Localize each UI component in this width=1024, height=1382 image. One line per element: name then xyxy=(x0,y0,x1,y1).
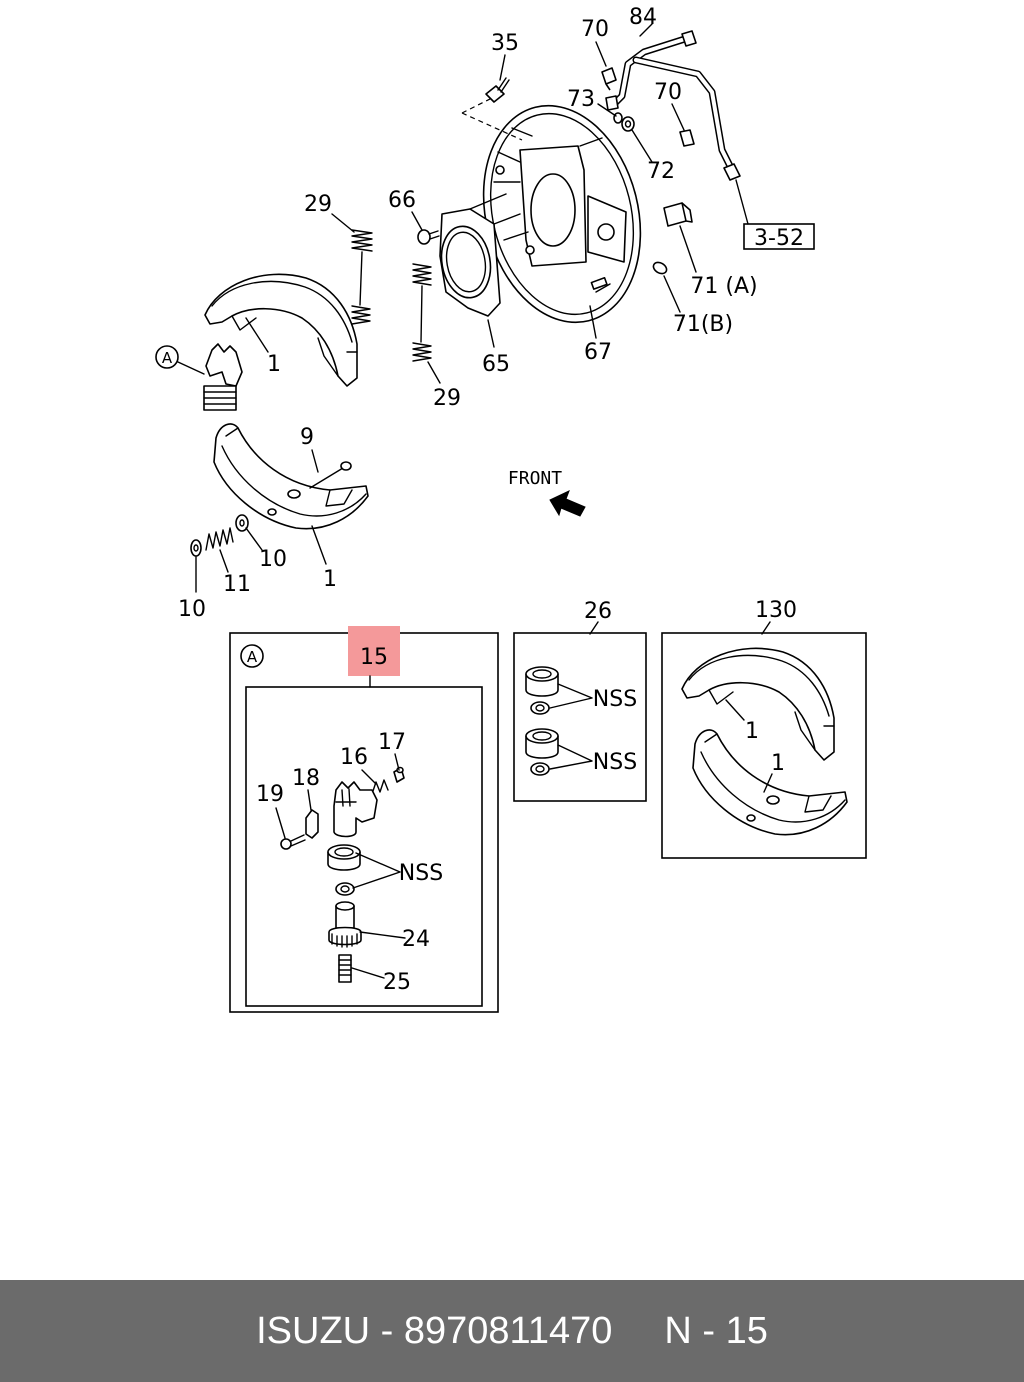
callout-25: 25 xyxy=(383,970,411,995)
brake-shoe-1-lower xyxy=(213,423,369,530)
callout-16: 16 xyxy=(340,745,368,770)
front-arrow-icon xyxy=(549,490,586,517)
wheel-cylinder-body xyxy=(333,781,378,838)
callout-35: 35 xyxy=(491,31,519,56)
footer-bar: ISUZU - 8970811470 N - 15 xyxy=(0,1280,1024,1382)
brand-part-number: ISUZU - 8970811470 xyxy=(256,1309,613,1352)
kit-130-frame xyxy=(661,632,867,859)
clip-70-upper xyxy=(601,67,617,91)
wheel-cylinder-a xyxy=(203,343,243,411)
callout-29-upper: 29 xyxy=(304,192,332,217)
callout-nss-kit26-upper: NSS xyxy=(593,687,637,712)
callout-65: 65 xyxy=(482,352,510,377)
callout-1-lower: 1 xyxy=(323,567,337,592)
callout-nss-kit26-lower: NSS xyxy=(593,750,637,775)
backing-plate-67 xyxy=(482,104,642,324)
seal-ring-upper xyxy=(530,701,550,715)
callout-18: 18 xyxy=(292,766,320,791)
grommet-71b xyxy=(652,261,668,275)
gasket-alignment-lines xyxy=(469,193,521,225)
detail-marker-circle xyxy=(155,345,179,369)
callout-17: 17 xyxy=(378,730,406,755)
callout-26[interactable]: 26 xyxy=(584,599,612,624)
washer-10-right xyxy=(235,514,249,532)
callout-67: 67 xyxy=(584,340,612,365)
callout-72: 72 xyxy=(647,159,675,184)
callout-nss-detail-a: NSS xyxy=(399,861,443,886)
spring-11 xyxy=(205,527,234,551)
callout-71b: 71(B) xyxy=(673,312,733,337)
nut-73 xyxy=(613,112,623,124)
callout-1-kit130-lower: 1 xyxy=(771,751,785,776)
detail-marker-a: A xyxy=(162,349,173,367)
assembly-15-highlight xyxy=(348,626,400,676)
kit-26-frame xyxy=(513,632,647,802)
bolt-35 xyxy=(485,77,510,103)
callout-10-left: 10 xyxy=(178,597,206,622)
callout-11: 11 xyxy=(223,572,251,597)
seal-cup-nss xyxy=(327,844,361,871)
seal-ring-lower xyxy=(530,762,550,776)
seal-cup-lower xyxy=(525,728,559,759)
kit-130-leader-lines xyxy=(725,621,773,793)
clip-71a xyxy=(663,202,693,227)
detail-a-marker: A xyxy=(247,648,258,666)
callout-66: 66 xyxy=(388,188,416,213)
front-label: FRONT xyxy=(508,468,562,489)
kit-26-leader-lines xyxy=(549,621,599,770)
callout-10-right: 10 xyxy=(259,547,287,572)
spring-29-lower xyxy=(412,263,432,362)
detail-a-marker-circle xyxy=(240,644,264,668)
exploded-parts-diagram: 35 70 84 73 70 72 3-52 71 (A) 71(B) 67 6… xyxy=(155,5,867,1013)
callout-70-lower: 70 xyxy=(654,80,682,105)
screw-66 xyxy=(417,229,440,245)
reference-box-3-52 xyxy=(743,223,815,250)
nut-72 xyxy=(621,116,635,132)
bolt-35-insertion-line xyxy=(461,97,523,141)
callout-130[interactable]: 130 xyxy=(755,598,797,623)
callout-71a: 71 (A) xyxy=(690,274,757,299)
seal-cup-upper xyxy=(525,666,559,697)
callout-1-upper: 1 xyxy=(267,352,281,377)
top-leader-lines xyxy=(177,23,749,593)
spring-29-upper xyxy=(351,229,373,325)
callout-29-lower: 29 xyxy=(433,386,461,411)
clip-70-lower xyxy=(679,129,695,147)
detail-a-frame xyxy=(229,632,499,1013)
callout-15[interactable]: 15 xyxy=(360,645,388,670)
callout-19: 19 xyxy=(256,782,284,807)
plate-18 xyxy=(305,809,319,839)
page-reference: N - 15 xyxy=(664,1309,768,1352)
bolt-19 xyxy=(280,834,306,850)
pin-9 xyxy=(309,461,352,489)
callout-1-kit130-upper: 1 xyxy=(745,719,759,744)
detail-a-leader-lines xyxy=(275,753,406,979)
adjusting-screw-25 xyxy=(338,954,352,983)
callout-84: 84 xyxy=(629,5,657,30)
washer-10-left xyxy=(190,539,202,557)
callout-24: 24 xyxy=(402,927,430,952)
seal-ring-nss xyxy=(335,882,355,896)
piston-24 xyxy=(328,901,362,948)
brake-pipe-84 xyxy=(605,30,741,181)
callout-70-upper: 70 xyxy=(581,17,609,42)
gasket-65 xyxy=(439,208,501,317)
assembly-15-frame xyxy=(245,686,483,1007)
reference-3-52[interactable]: 3-52 xyxy=(754,226,804,251)
bleeder-screw-16 xyxy=(371,779,389,795)
callout-9: 9 xyxy=(300,425,314,450)
callout-73: 73 xyxy=(567,87,595,112)
